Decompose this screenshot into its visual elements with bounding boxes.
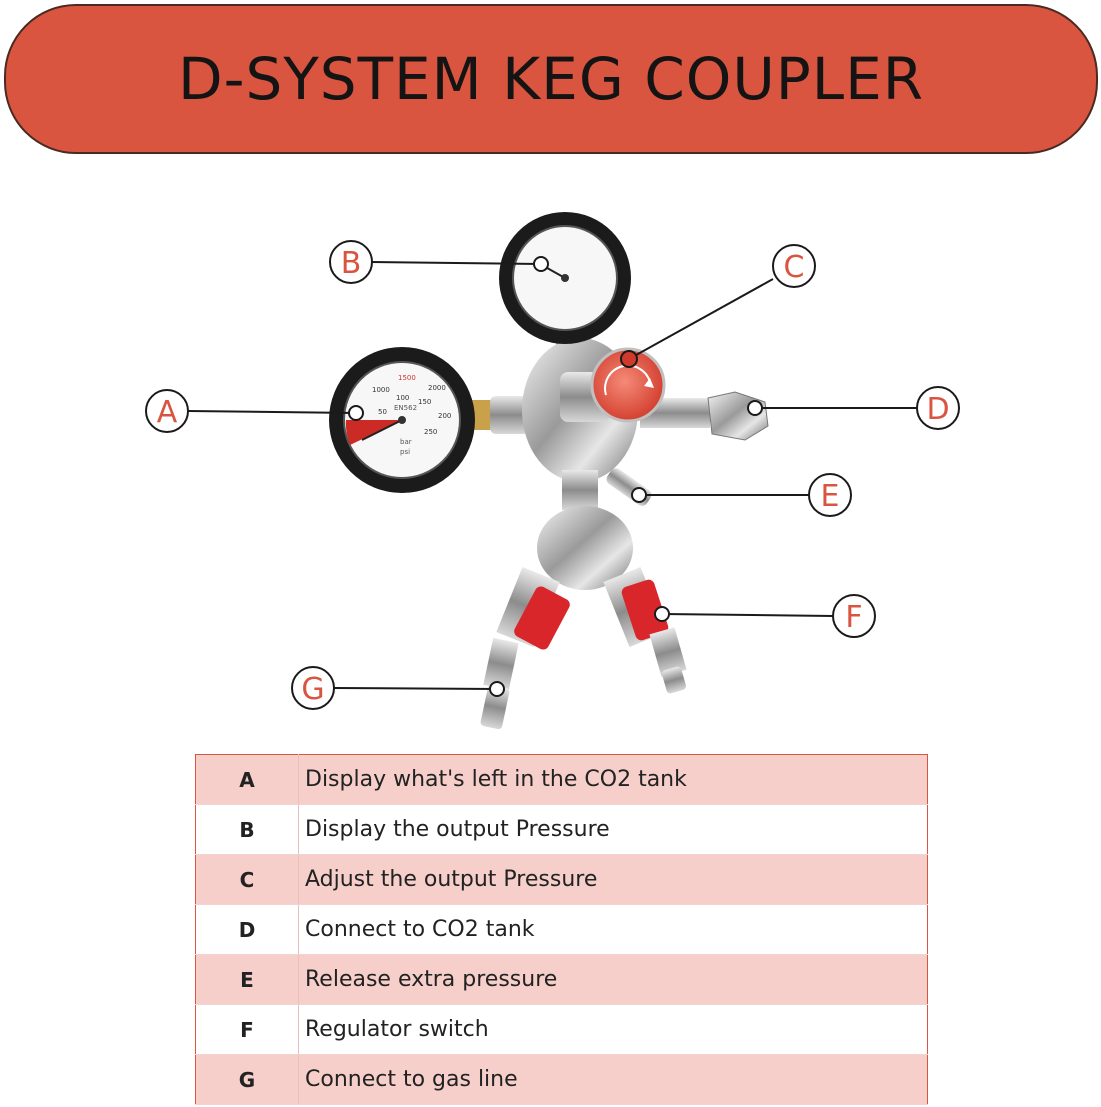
gauge-a-scale-200: 200 xyxy=(438,412,451,420)
tank-pressure-gauge: 1000 1500 2000 50 100 150 200 250 EN562 … xyxy=(329,347,475,493)
title-banner: D-SYSTEM KEG COUPLER xyxy=(4,4,1098,154)
legend-description: Connect to gas line xyxy=(298,1054,928,1105)
legend-key: E xyxy=(195,954,299,1005)
legend-key: D xyxy=(195,904,299,955)
legend-row: B Display the output Pressure xyxy=(195,804,928,855)
leader-endpoints xyxy=(348,256,763,697)
callout-g-letter: G xyxy=(301,672,324,707)
legend-description: Display the output Pressure xyxy=(298,804,928,855)
callout-f-letter: F xyxy=(845,600,862,635)
legend-row: A Display what's left in the CO2 tank xyxy=(195,754,928,805)
callout-g: G xyxy=(291,666,335,710)
gauge-a-scale-250: 250 xyxy=(424,428,437,436)
legend-key: C xyxy=(195,854,299,905)
legend-key: B xyxy=(195,804,299,855)
page-title: D-SYSTEM KEG COUPLER xyxy=(177,45,925,113)
callout-e: E xyxy=(808,473,852,517)
callout-b: B xyxy=(329,240,373,284)
regulator-diagram: 1000 1500 2000 50 100 150 200 250 EN562 … xyxy=(145,212,960,730)
legend-row: F Regulator switch xyxy=(195,1004,928,1055)
callout-e-letter: E xyxy=(821,479,840,514)
legend-key: F xyxy=(195,1004,299,1055)
callout-a-letter: A xyxy=(157,395,178,430)
leader-lines xyxy=(187,261,917,690)
callout-d: D xyxy=(916,386,960,430)
gauge-a-unit-en562: EN562 xyxy=(394,404,417,412)
callout-f: F xyxy=(832,594,876,638)
legend-row: D Connect to CO2 tank xyxy=(195,904,928,955)
legend-description: Display what's left in the CO2 tank xyxy=(298,754,928,805)
gauge-a-scale-50: 50 xyxy=(378,408,387,416)
callout-b-letter: B xyxy=(341,246,362,281)
legend-key: G xyxy=(195,1054,299,1105)
gauge-a-unit-psi: psi xyxy=(400,448,410,456)
callout-c: C xyxy=(772,244,816,288)
legend-description: Adjust the output Pressure xyxy=(298,854,928,905)
callout-d-letter: D xyxy=(926,392,949,427)
legend-table: A Display what's left in the CO2 tank B … xyxy=(195,754,928,1105)
gauge-a-scale-100: 100 xyxy=(396,394,409,402)
legend-row: G Connect to gas line xyxy=(195,1054,928,1105)
legend-key: A xyxy=(195,754,299,805)
adjustment-knob xyxy=(590,347,666,423)
gauge-a-scale-150: 150 xyxy=(418,398,431,406)
legend-description: Release extra pressure xyxy=(298,954,928,1005)
callout-c-letter: C xyxy=(784,250,805,285)
legend-description: Regulator switch xyxy=(298,1004,928,1055)
legend-row: E Release extra pressure xyxy=(195,954,928,1005)
gauge-a-scale-1000: 1000 xyxy=(372,386,390,394)
legend-description: Connect to CO2 tank xyxy=(298,904,928,955)
gauge-a-unit-bar: bar xyxy=(400,438,412,446)
output-pressure-gauge xyxy=(499,212,631,344)
gauge-a-scale-2000: 2000 xyxy=(428,384,446,392)
callout-a: A xyxy=(145,389,189,433)
legend-row: C Adjust the output Pressure xyxy=(195,854,928,905)
gauge-a-scale-1500: 1500 xyxy=(398,374,416,382)
